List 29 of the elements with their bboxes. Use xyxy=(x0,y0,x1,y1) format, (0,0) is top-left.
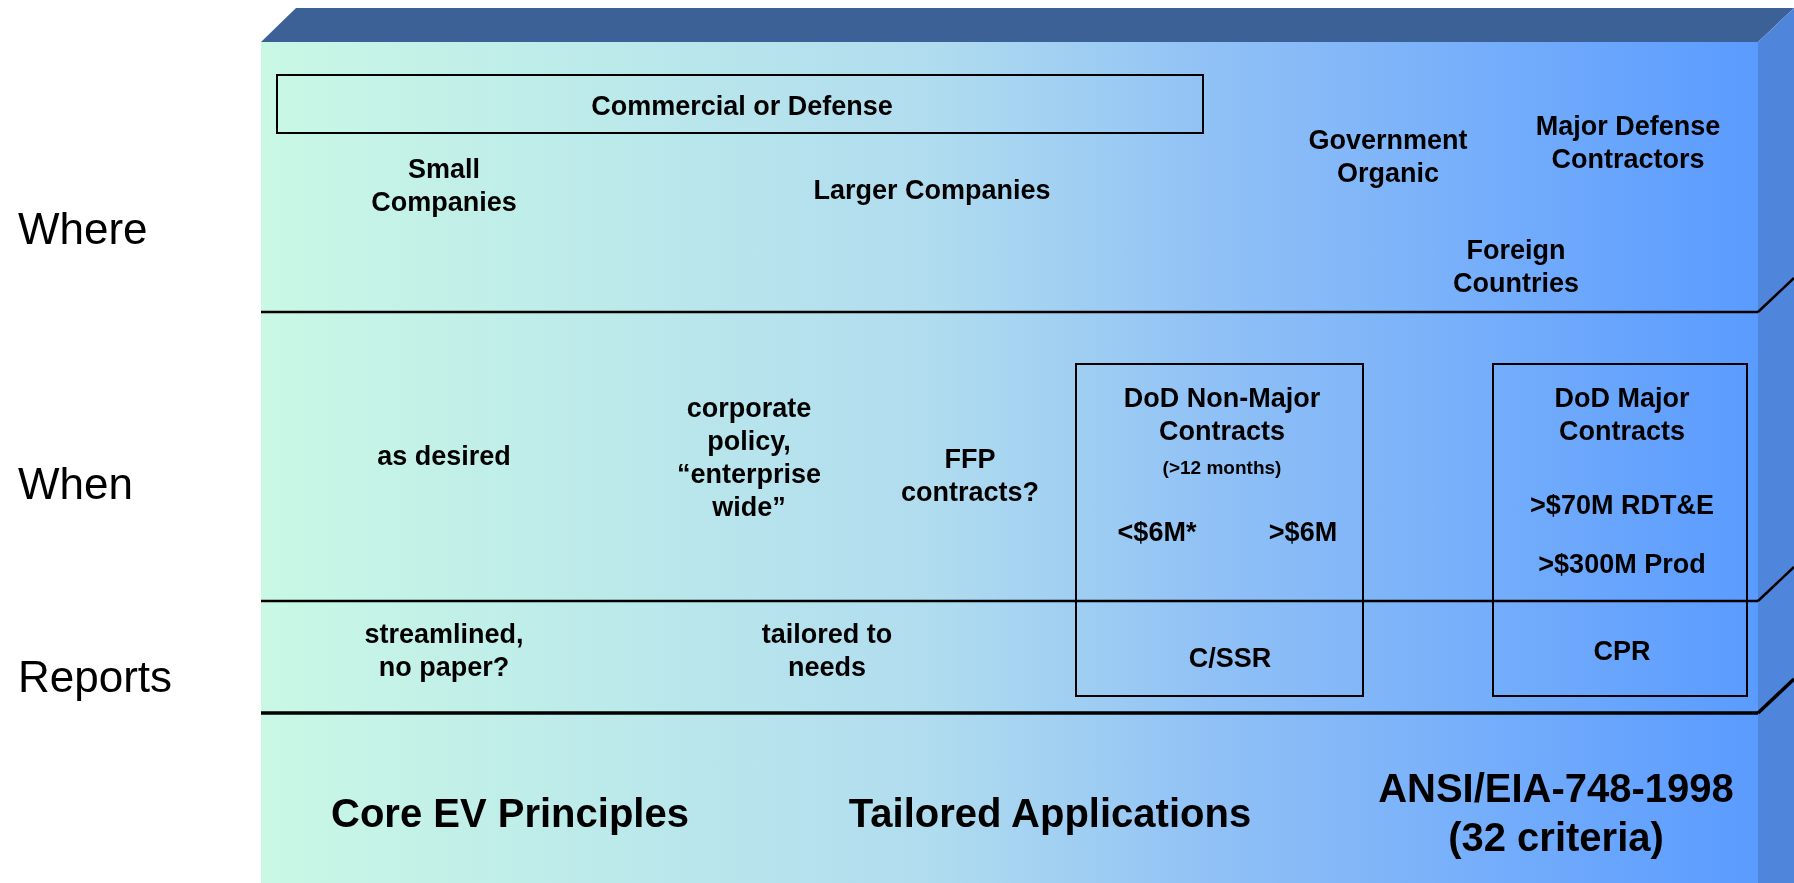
label: Tailored Applications xyxy=(847,789,1253,837)
label: streamlined, no paper? xyxy=(363,618,525,684)
box-text: C/SSR xyxy=(1188,641,1272,675)
label: Larger Companies xyxy=(812,173,1052,207)
box-text: >$70M RDT&E xyxy=(1530,488,1714,522)
box-text: <$6M* xyxy=(1117,515,1197,549)
row-heading: When xyxy=(18,458,134,511)
box-text: (>12 months) xyxy=(1162,456,1282,480)
label: Foreign Countries xyxy=(1452,234,1580,300)
label: Small Companies xyxy=(370,153,518,219)
box-text: >$300M Prod xyxy=(1538,547,1706,581)
label: Government Organic xyxy=(1307,124,1469,190)
box-heading: DoD Major Contracts xyxy=(1553,382,1691,448)
contract-box xyxy=(1075,363,1364,697)
box-text: >$6M xyxy=(1268,515,1338,549)
box-heading: DoD Non-Major Contracts xyxy=(1122,382,1322,448)
label: as desired xyxy=(376,439,512,473)
contract-box xyxy=(1492,363,1748,697)
row-heading: Reports xyxy=(18,651,174,704)
label: Core EV Principles xyxy=(330,789,690,837)
label: tailored to needs xyxy=(760,618,894,684)
label: Major Defense Contractors xyxy=(1534,110,1722,176)
label: ANSI/EIA-748-1998 (32 criteria) xyxy=(1377,765,1735,861)
category-box xyxy=(276,74,1204,134)
box-text: CPR xyxy=(1593,634,1651,668)
row-heading: Where xyxy=(18,203,149,256)
box-heading: Commercial or Defense xyxy=(591,89,893,123)
label: corporate policy, “enterprise wide” xyxy=(675,392,823,524)
label: FFP contracts? xyxy=(899,443,1040,509)
